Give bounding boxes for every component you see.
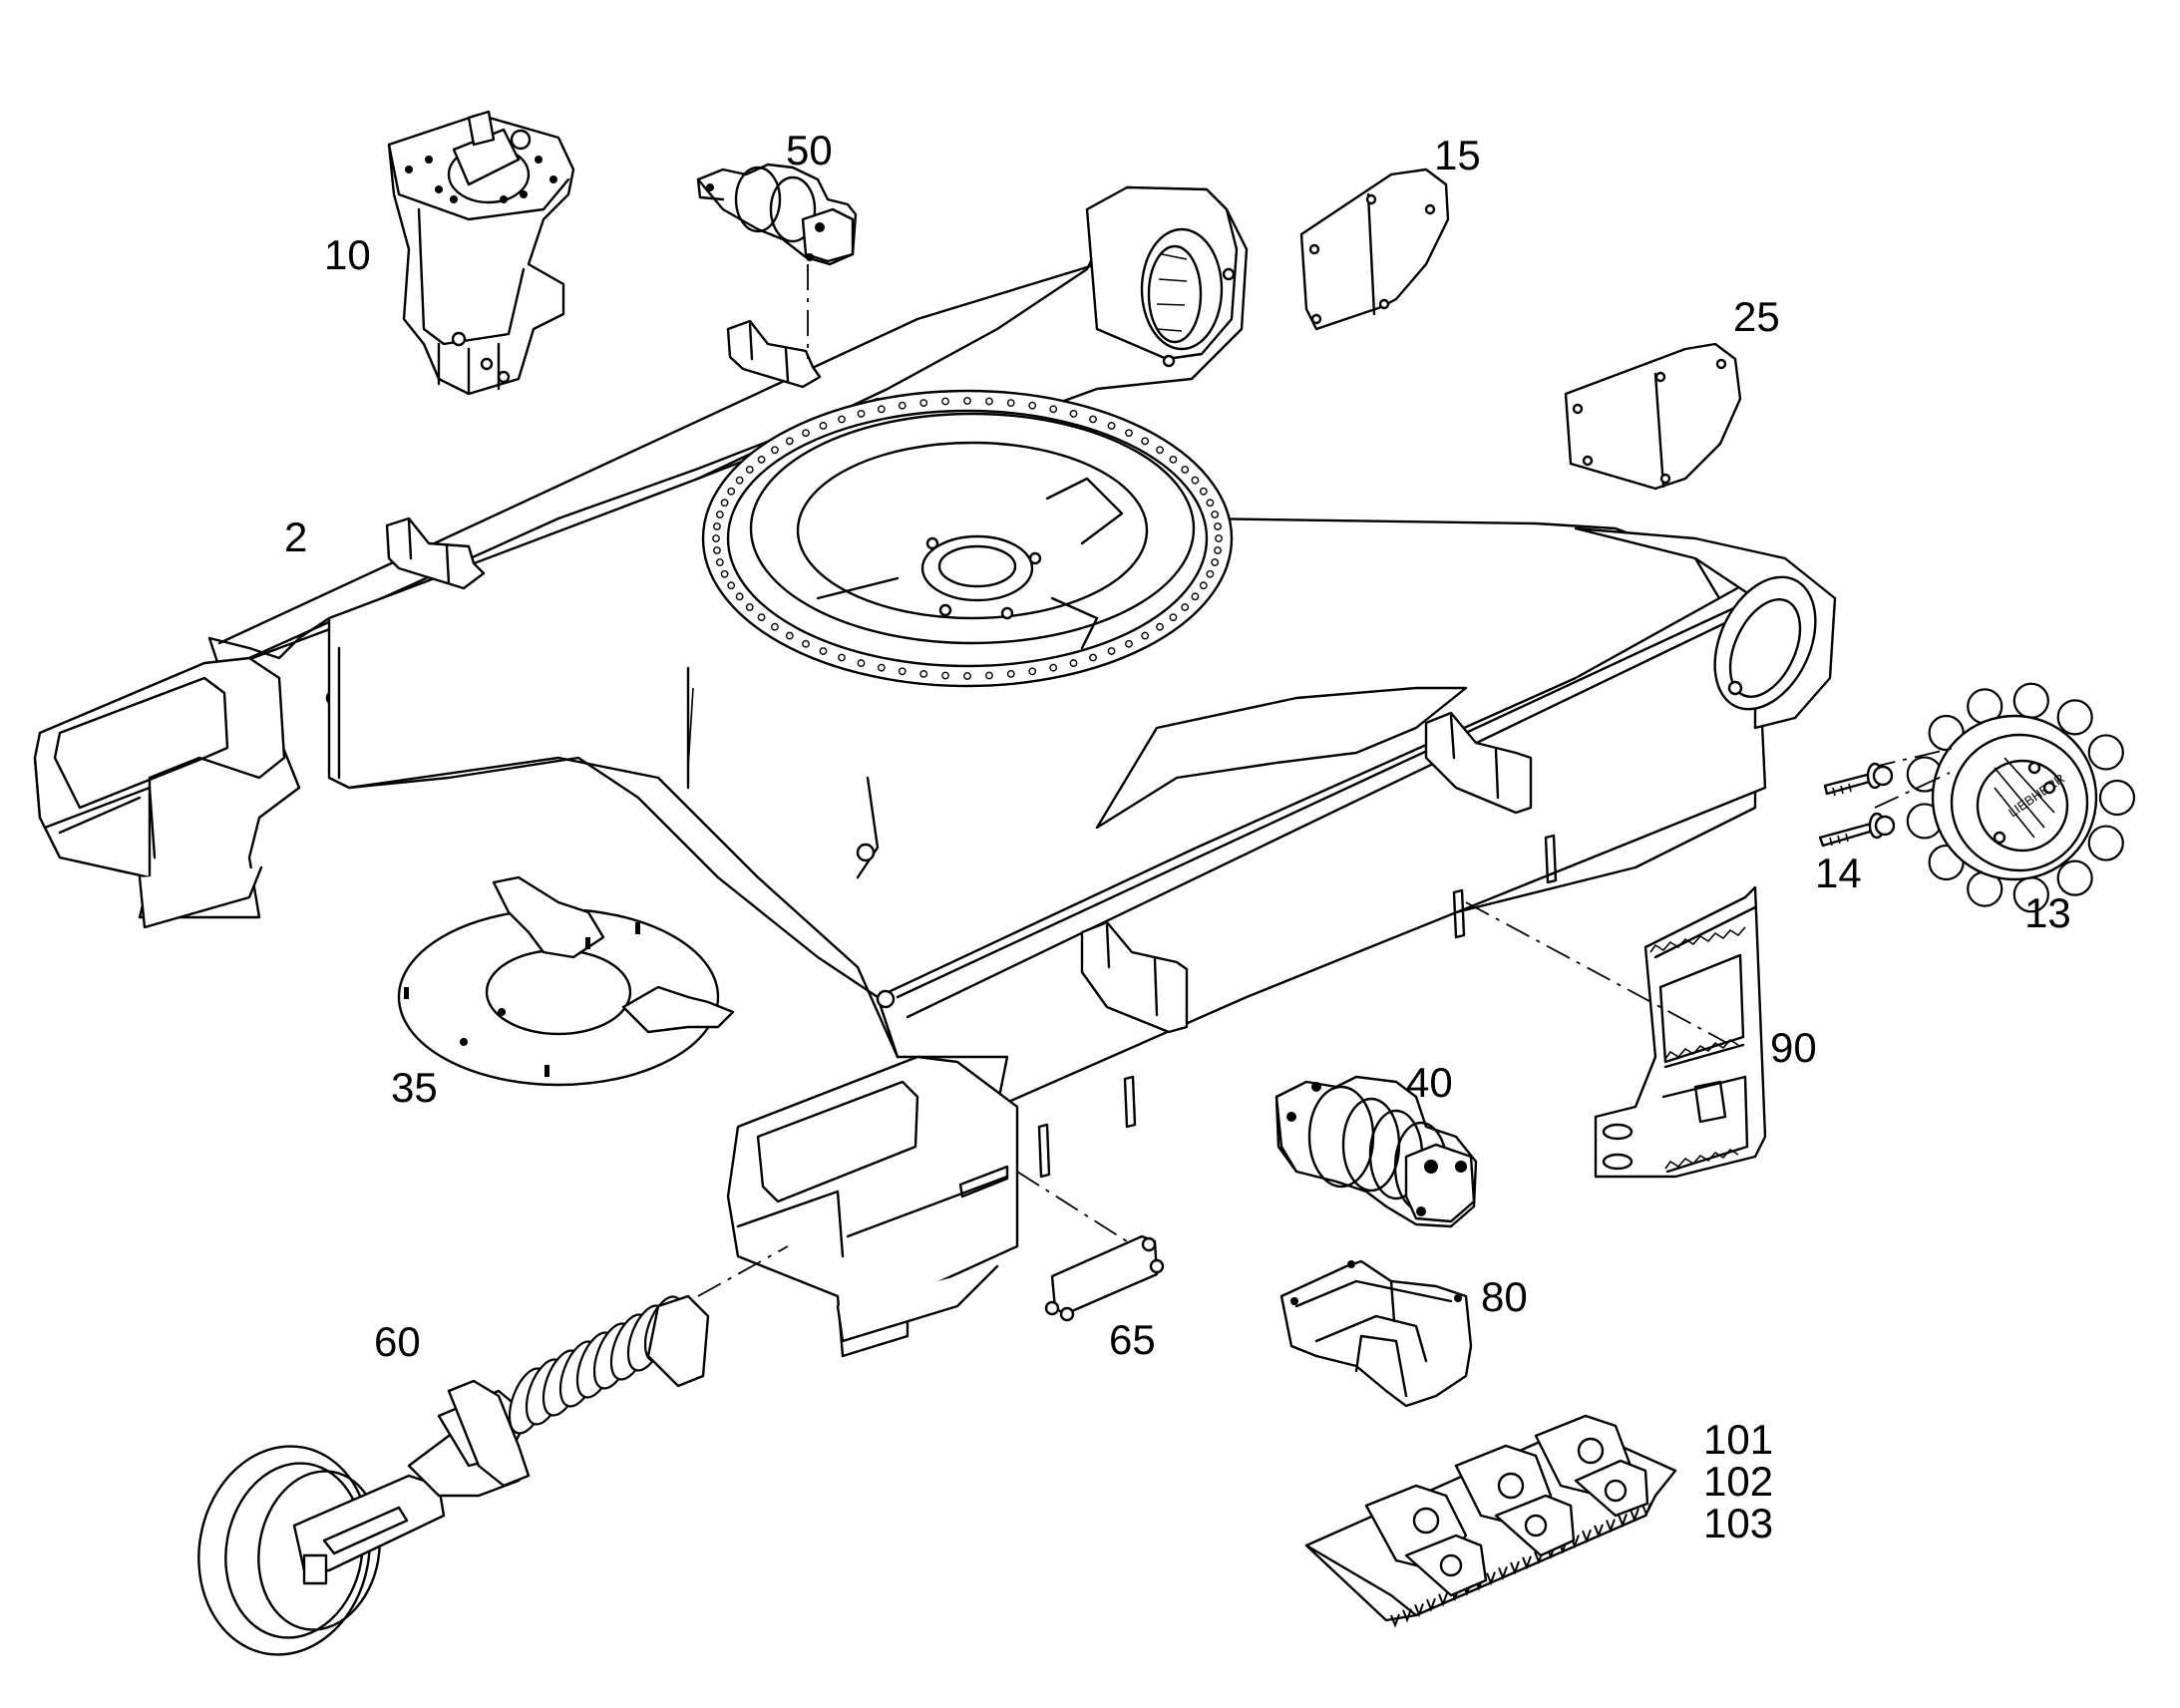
leader-line <box>1874 772 1951 809</box>
callout-35: 35 <box>391 1064 438 1111</box>
callout-80: 80 <box>1481 1273 1528 1320</box>
callout-2: 2 <box>284 513 307 560</box>
bolts-part-14 <box>1818 762 1896 848</box>
cover-plate-part-15 <box>1299 168 1450 331</box>
roller-guard-part-80 <box>1279 1259 1473 1408</box>
undercarriage-frame <box>33 185 1837 1358</box>
track-chain-part-101-102-103 <box>1304 1414 1677 1628</box>
callout-103: 103 <box>1703 1500 1773 1546</box>
roller-bracket <box>385 516 486 590</box>
callout-25: 25 <box>1733 293 1780 340</box>
leader-line <box>1016 1171 1128 1242</box>
callout-102: 102 <box>1703 1458 1773 1505</box>
roller-bracket <box>1080 920 1189 1034</box>
callout-60: 60 <box>374 1318 421 1365</box>
leader-line <box>697 1245 789 1297</box>
travel-drive-part-10 <box>387 110 575 396</box>
callout-10: 10 <box>324 231 371 278</box>
sprocket-part-13: LIEBHERR <box>1906 682 2136 913</box>
carrier-roller-part-50 <box>696 163 858 266</box>
callout-90: 90 <box>1770 1024 1817 1071</box>
cover-plate-part-25 <box>1564 342 1742 491</box>
roller-bracket <box>726 319 822 389</box>
callout-15: 15 <box>1434 132 1481 178</box>
leader-line <box>1465 901 1726 1043</box>
track-guard-part-90 <box>1594 885 1767 1179</box>
idler-tensioner-part-60 <box>197 1294 710 1656</box>
plate-part-35 <box>397 875 735 1087</box>
callout-50: 50 <box>786 127 833 173</box>
callout-labels: 2 10 50 15 25 35 14 13 90 40 80 65 60 10… <box>284 127 2071 1546</box>
callout-101: 101 <box>1703 1416 1773 1463</box>
track-roller-part-40 <box>1274 1075 1478 1228</box>
callout-40: 40 <box>1406 1059 1453 1106</box>
callout-65: 65 <box>1109 1316 1156 1363</box>
callout-14: 14 <box>1815 850 1862 896</box>
cover-part-65 <box>1044 1234 1165 1322</box>
callout-13: 13 <box>2024 889 2071 936</box>
leader-line <box>1869 747 1956 769</box>
roller-bracket <box>1424 711 1533 815</box>
